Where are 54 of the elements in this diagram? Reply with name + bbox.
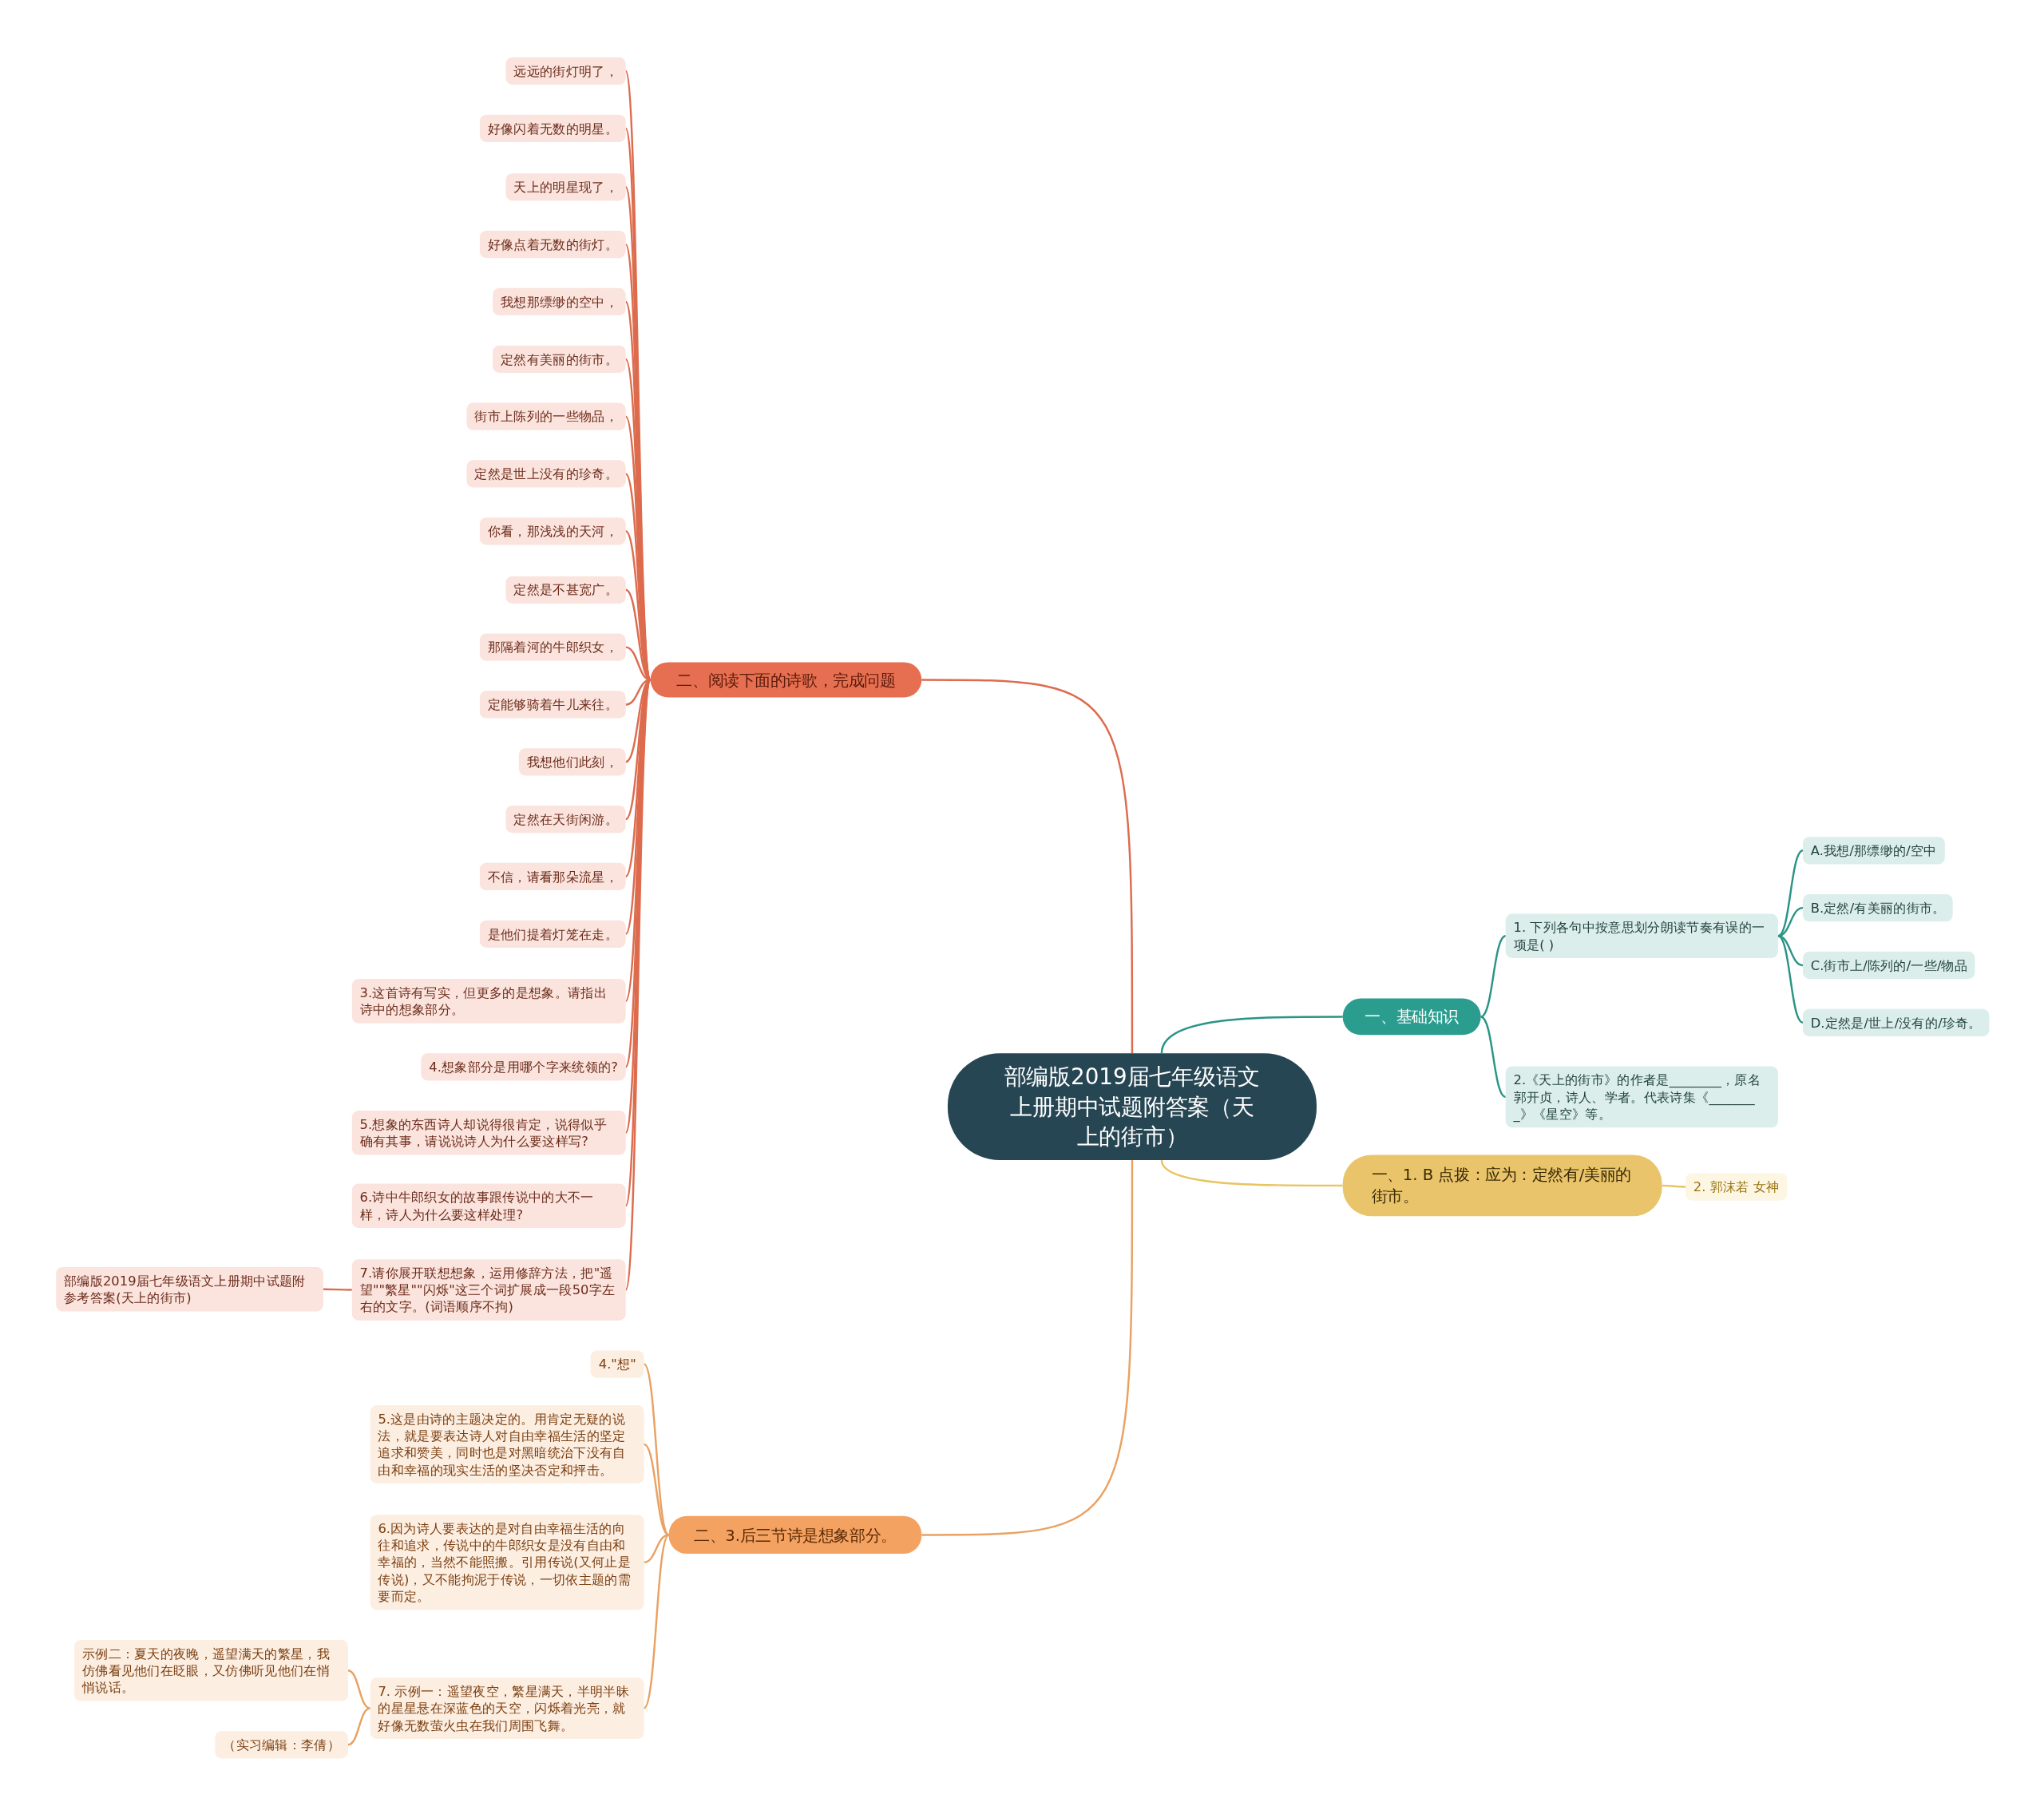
connector-line [323, 1288, 352, 1291]
branch-topic: 二、阅读下面的诗歌，完成问题 [650, 662, 922, 698]
subtopic-box: 定然是不甚宽广。 [505, 575, 626, 604]
subtopic-box: 3.这首诗有写实，但更多的是想象。请指出诗中的想象部分。 [351, 979, 626, 1024]
subtopic-box: 定能够骑着牛儿来往。 [479, 690, 626, 718]
connector-line [921, 1160, 1134, 1536]
connector-line [921, 679, 1134, 1054]
branch-topic: 二、3.后三节诗是想象部分。 [668, 1515, 922, 1555]
subtopic-box: 不信，请看那朵流星， [479, 862, 626, 890]
subtopic-box: C.街市上/陈列的/一些/物品 [1802, 951, 1975, 979]
subtopic-box: 是他们提着灯笼在走。 [479, 919, 626, 948]
subtopic-box: 天上的明星现了， [505, 172, 626, 200]
subtopic-box: 7.请你展开联想想象，运用修辞方法，把"遥望""繁星""闪烁"这三个词扩展成一段50字左右的文字。(词语顺序不拘) [351, 1258, 626, 1321]
connector-line [1160, 1016, 1343, 1054]
subtopic-box: 6.因为诗人要表达的是对自由幸福生活的向往和追求，传说中的牛郎织女是没有自由和幸福的，当然不能照搬。引用传说(又何止是传说)，又不能拘泥于传说，一切依主题的需要而定。 [370, 1514, 644, 1610]
subtopic-box: 4."想" [591, 1349, 644, 1377]
subtopic-box: 1. 下列各句中按意思划分朗读节奏有误的一项是( ) [1505, 913, 1778, 958]
subtopic-box: 部编版2019届七年级语文上册期中试题附参考答案(天上的街市) [56, 1266, 323, 1312]
subtopic-box: （实习编辑：李倩） [215, 1730, 348, 1758]
central-topic: 部编版2019届七年级语文上册期中试题附答案（天上的街市） [947, 1053, 1317, 1161]
subtopic-box: 远远的街灯明了， [505, 57, 626, 85]
connector-line [1160, 1159, 1343, 1187]
subtopic-box: 定然有美丽的街市。 [493, 344, 626, 373]
subtopic-box: 2.《天上的街市》的作者是________，原名郭开贞，诗人、学者。代表诗集《________》《星空》等。 [1505, 1065, 1778, 1127]
connector-line [1662, 1184, 1686, 1188]
subtopic-box: 定然在天街闲游。 [505, 805, 626, 833]
subtopic-box: 好像闪着无数的明星。 [479, 113, 626, 142]
subtopic-box: 好像点着无数的街灯。 [479, 230, 626, 258]
subtopic-box: 2. 郭沫若 女神 [1686, 1172, 1788, 1200]
subtopic-box: 示例二：夏天的夜晚，遥望满天的繁星，我仿佛看见他们在眨眼，又仿佛听见他们在悄悄说话。 [74, 1639, 348, 1701]
subtopic-box: A.我想/那缥缈的/空中 [1802, 836, 1945, 864]
connector-line [643, 1534, 670, 1709]
connector-line [1480, 935, 1507, 1018]
connector-line [347, 1707, 370, 1746]
subtopic-box: 6.诗中牛郎织女的故事跟传说中的大不一样，诗人为什么要这样处理? [351, 1183, 626, 1228]
subtopic-box: 我想那缥缈的空中， [493, 287, 626, 315]
connector-line [644, 1534, 669, 1563]
subtopic-box: 4.想象部分是用哪个字来统领的? [421, 1052, 626, 1080]
connector-line [1777, 935, 1804, 1024]
subtopic-box: 我想他们此刻， [518, 747, 626, 775]
connector-line [1480, 1016, 1507, 1098]
subtopic-box: 7. 示例一：遥望夜空，繁星满天，半明半昧的星星悬在深蓝色的天空，闪烁着光亮，就好像无数萤火虫在我们周围飞舞。 [370, 1677, 644, 1739]
subtopic-box: D.定然是/世上/没有的/珍奇。 [1802, 1008, 1990, 1036]
subtopic-box: 那隔着河的牛郎织女， [479, 632, 626, 660]
connector-line [347, 1669, 370, 1709]
subtopic-box: 定然是世上没有的珍奇。 [466, 459, 626, 487]
subtopic-box: 街市上陈列的一些物品， [466, 402, 626, 430]
branch-topic: 一、1. B 点拨：应为：定然有/美丽的街市。 [1342, 1155, 1662, 1217]
subtopic-box: 5.这是由诗的主题决定的。用肯定无疑的说法，就是要表达诗人对自由幸福生活的坚定追求和赞美，同时也是对黑暗统治下没有自由和幸福的现实生活的坚决否定和抨击。 [370, 1405, 644, 1483]
subtopic-box: 5.想象的东西诗人却说得很肯定，说得似乎确有其事，请说说诗人为什么要这样写? [351, 1111, 626, 1155]
connector-line [1777, 850, 1804, 937]
subtopic-box: 你看，那浅浅的天河， [479, 517, 626, 545]
subtopic-box: B.定然/有美丽的街市。 [1802, 893, 1954, 921]
branch-topic: 一、基础知识 [1342, 998, 1481, 1036]
